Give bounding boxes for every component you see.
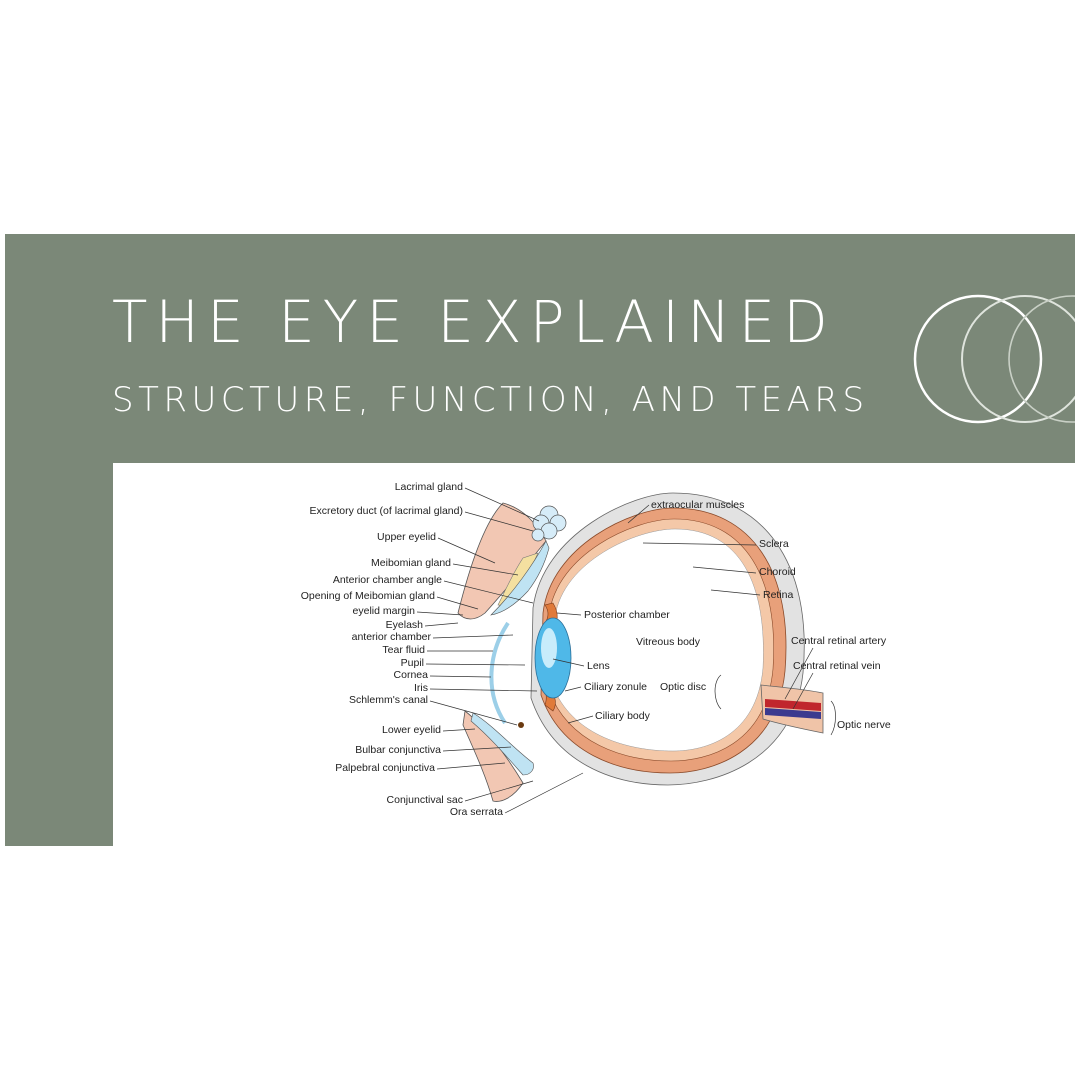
label-optic-nerve: Optic nerve	[837, 719, 891, 731]
label-vitreous-body: Vitreous body	[636, 636, 701, 648]
lower-conjunctiva-shape	[470, 712, 534, 776]
label-central-retinal-vein: Central retinal vein	[793, 660, 881, 672]
label-ciliary-body: Ciliary body	[595, 710, 651, 722]
label-lacrimal-gland: Lacrimal gland	[395, 481, 463, 493]
label-tear-fluid: Tear fluid	[382, 644, 425, 656]
lacrimal-gland-shape	[531, 505, 567, 542]
central-retinal-artery-shape	[765, 699, 821, 711]
schlemms-canal-dot	[518, 722, 524, 728]
label-anterior-chamber-angle: Anterior chamber angle	[333, 574, 442, 586]
label-choroid: Choroid	[759, 566, 796, 578]
optic-nerve-shape	[760, 684, 824, 734]
label-iris: Iris	[414, 682, 428, 694]
label-ciliary-zonule: Ciliary zonule	[584, 681, 647, 693]
diagram-panel: Lacrimal gland Excretory duct (of lacrim…	[113, 463, 1075, 846]
label-schlemms-canal: Schlemm's canal	[349, 694, 428, 706]
label-ora-serrata: Ora serrata	[450, 806, 503, 818]
page-subtitle: STRUCTURE, FUNCTION, AND TEARS	[112, 380, 869, 420]
vitreous-body-shape	[554, 528, 764, 752]
tear-film-shape	[489, 621, 510, 725]
ring-inner-icon	[1008, 295, 1075, 423]
label-cornea: Cornea	[394, 669, 429, 681]
label-posterior-chamber: Posterior chamber	[584, 609, 670, 621]
label-conjunctival-sac: Conjunctival sac	[387, 794, 463, 806]
central-retinal-vein-shape	[765, 708, 821, 719]
label-eyelash: Eyelash	[386, 619, 424, 631]
upper-conjunctiva-shape	[490, 540, 550, 616]
page-title: THE EYE EXPLAINED	[112, 288, 836, 356]
label-excretory-duct: Excretory duct (of lacrimal gland)	[310, 505, 463, 517]
label-palpebral-conjunctiva: Palpebral conjunctiva	[335, 762, 435, 774]
label-optic-disc: Optic disc	[660, 681, 706, 693]
label-eyelid-margin: eyelid margin	[353, 605, 416, 617]
label-bulbar-conjunctiva: Bulbar conjunctiva	[355, 744, 441, 756]
ring-middle-icon	[961, 295, 1075, 423]
eye-anatomy-diagram: Lacrimal gland Excretory duct (of lacrim…	[301, 481, 891, 818]
label-extraocular-muscles: extraocular muscles	[651, 499, 744, 511]
label-anterior-chamber: anterior chamber	[352, 631, 432, 643]
lens-highlight	[541, 628, 557, 668]
label-meibomian-gland: Meibomian gland	[371, 557, 451, 569]
label-opening-meibomian: Opening of Meibomian gland	[301, 590, 435, 602]
decorative-rings	[913, 294, 1075, 424]
right-leader-lines	[552, 504, 836, 736]
ring-outer-icon	[913, 294, 1043, 424]
label-upper-eyelid: Upper eyelid	[377, 531, 436, 543]
label-retina: Retina	[763, 589, 794, 601]
label-pupil: Pupil	[401, 657, 424, 669]
label-lens: Lens	[587, 660, 610, 672]
label-sclera: Sclera	[759, 538, 789, 550]
left-leader-lines	[416, 487, 584, 814]
label-lower-eyelid: Lower eyelid	[382, 724, 441, 736]
label-central-retinal-artery: Central retinal artery	[791, 635, 887, 647]
